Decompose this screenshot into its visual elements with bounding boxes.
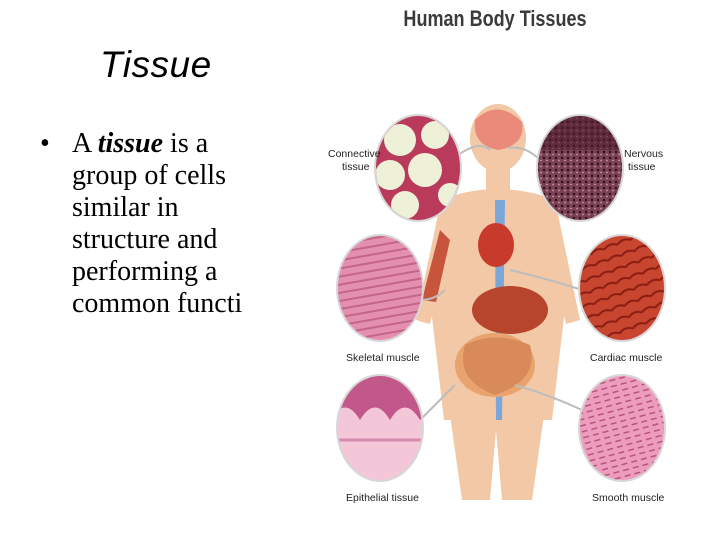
label-smooth-muscle: Smooth muscle (592, 492, 665, 504)
body-silhouette (416, 104, 580, 500)
label-epithelial-tissue: Epithelial tissue (346, 492, 419, 504)
epithelial-tissue-image (336, 374, 424, 482)
bullet-marker: • (40, 128, 50, 159)
tissue-illustration (336, 104, 666, 500)
bullet-text-line: structure and (72, 224, 218, 255)
label-cardiac-muscle: Cardiac muscle (590, 352, 663, 364)
bullet-prefix: A (72, 128, 98, 159)
bullet-text-line: similar in (72, 192, 179, 223)
label-skeletal-muscle: Skeletal muscle (346, 352, 420, 364)
bullet-emphasis: tissue (97, 128, 164, 159)
slide-title: Tissue (100, 44, 212, 85)
bullet-text-line: common functi (72, 288, 243, 319)
label-nervous-tissue: Nervous tissue (624, 148, 664, 173)
nervous-tissue-image (536, 114, 624, 222)
label-connective-tissue: Connective tissue (328, 148, 381, 173)
figure-title: Human Body Tissues (403, 6, 587, 31)
bullet-text-line: performing a (72, 256, 218, 287)
bullet-list: • A tissue is a group of cells similar i… (40, 128, 300, 320)
bullet-line-1: • A tissue is a (40, 128, 300, 160)
connective-tissue-image (374, 114, 462, 222)
cardiac-muscle-image (578, 234, 666, 342)
skeletal-muscle-image (336, 234, 424, 342)
bullet-text-line: is a (170, 128, 209, 159)
smooth-muscle-image (578, 374, 666, 482)
bullet-text-line: group of cells (72, 160, 226, 191)
human-body-tissues-figure: Human Body Tissues (290, 0, 700, 540)
